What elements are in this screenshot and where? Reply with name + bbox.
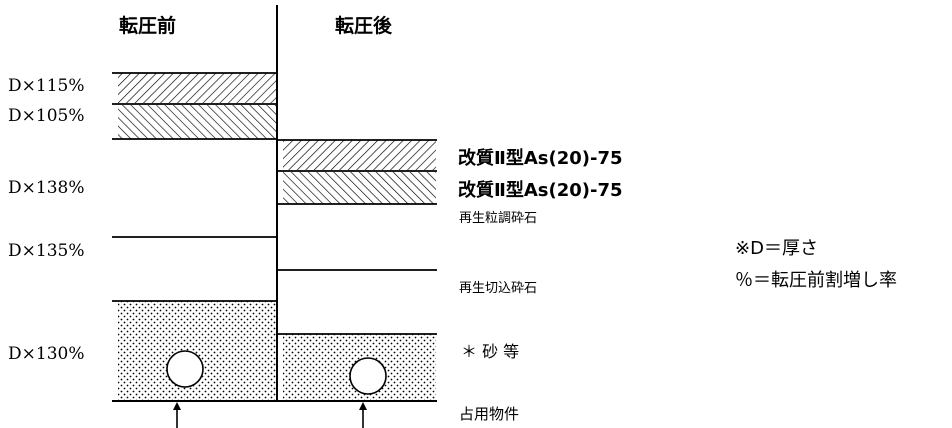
- before-sand-layer: [118, 301, 277, 401]
- after-pipe-circle: [349, 357, 387, 395]
- before-label-sand: D×130%: [8, 344, 85, 364]
- before-label-surface: D×115%: [8, 76, 85, 96]
- before-label-base: D×138%: [8, 178, 85, 198]
- after-binder-layer: [283, 172, 436, 204]
- header-before: 転圧前: [119, 15, 177, 37]
- layer-label-binder: 改質Ⅱ型As(20)-75: [458, 180, 623, 201]
- note-thickness: ※D＝厚さ: [735, 238, 818, 259]
- layer-label-base: 再生粒調砕石: [459, 211, 538, 226]
- header-after: 転圧後: [335, 15, 393, 37]
- before-surface-layer: [118, 73, 277, 103]
- layer-label-occupancy: 占用物件: [459, 405, 520, 423]
- layer-label-surface: 改質Ⅱ型As(20)-75: [458, 148, 623, 169]
- before-binder-layer: [118, 105, 277, 139]
- before-pipe-circle: [166, 350, 204, 388]
- note-rate: ％＝転圧前割増し率: [735, 270, 897, 291]
- layer-label-subbase: 再生切込砕石: [459, 281, 538, 296]
- before-label-subbase: D×135%: [8, 241, 85, 261]
- after-surface-layer: [283, 140, 436, 170]
- before-label-binder: D×105%: [8, 106, 85, 126]
- layer-label-sand: ＊ 砂 等: [461, 342, 520, 361]
